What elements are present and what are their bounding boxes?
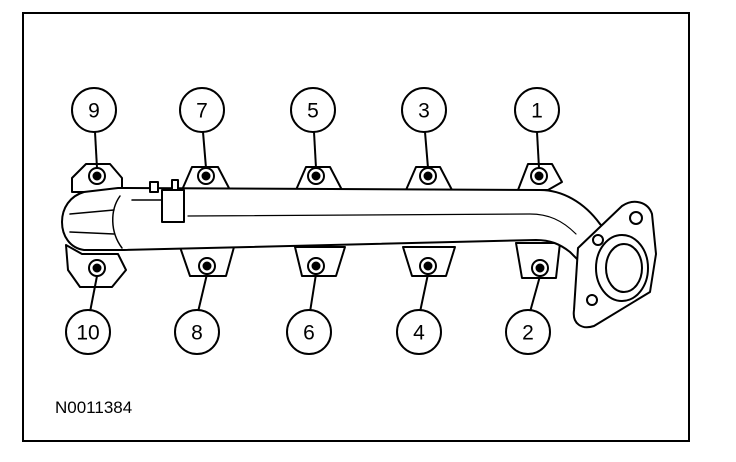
callout-circle-7: [179, 87, 225, 133]
callout-label-5: 5: [307, 100, 319, 123]
bolt-4: [419, 257, 437, 275]
callout-label-8: 8: [191, 322, 203, 345]
callout-label-2: 2: [522, 322, 534, 345]
bolt-7: [197, 167, 215, 185]
leader-line-7: [202, 131, 207, 169]
callout-label-9: 9: [88, 100, 100, 123]
callout-label-1: 1: [531, 100, 543, 123]
leader-line-2: [529, 275, 541, 313]
callout-circle-5: [290, 87, 336, 133]
callout-circle-2: [505, 309, 551, 355]
bolt-8: [198, 257, 216, 275]
callout-circle-9: [71, 87, 117, 133]
callout-circle-4: [396, 309, 442, 355]
callout-label-4: 4: [413, 322, 425, 345]
callout-label-3: 3: [418, 100, 430, 123]
leader-line-1: [536, 131, 540, 169]
bolt-6: [307, 257, 325, 275]
bolt-5: [307, 167, 325, 185]
callout-circle-6: [286, 309, 332, 355]
callout-label-10: 10: [76, 322, 99, 345]
leader-line-9: [94, 131, 98, 169]
bolt-9: [88, 167, 106, 185]
leader-line-4: [419, 273, 429, 313]
outlet-stud-hole-upper: [629, 211, 643, 225]
callout-label-7: 7: [196, 100, 208, 123]
bolt-2: [531, 259, 549, 277]
callout-circle-8: [174, 309, 220, 355]
bolt-1: [530, 167, 548, 185]
leader-line-3: [424, 131, 429, 169]
callout-label-6: 6: [303, 322, 315, 345]
leader-line-10: [89, 275, 98, 313]
figure-frame: [22, 12, 690, 442]
sensor-boss: [161, 189, 185, 223]
callout-circle-3: [401, 87, 447, 133]
leader-line-6: [309, 273, 317, 313]
bolt-10: [88, 259, 106, 277]
callout-circle-1: [514, 87, 560, 133]
leader-line-5: [313, 131, 317, 169]
bolt-3: [419, 167, 437, 185]
leader-line-8: [197, 273, 208, 313]
figure-id: N0011384: [55, 398, 133, 417]
outlet-stud-hole-lower: [586, 294, 598, 306]
callout-circle-10: [65, 309, 111, 355]
